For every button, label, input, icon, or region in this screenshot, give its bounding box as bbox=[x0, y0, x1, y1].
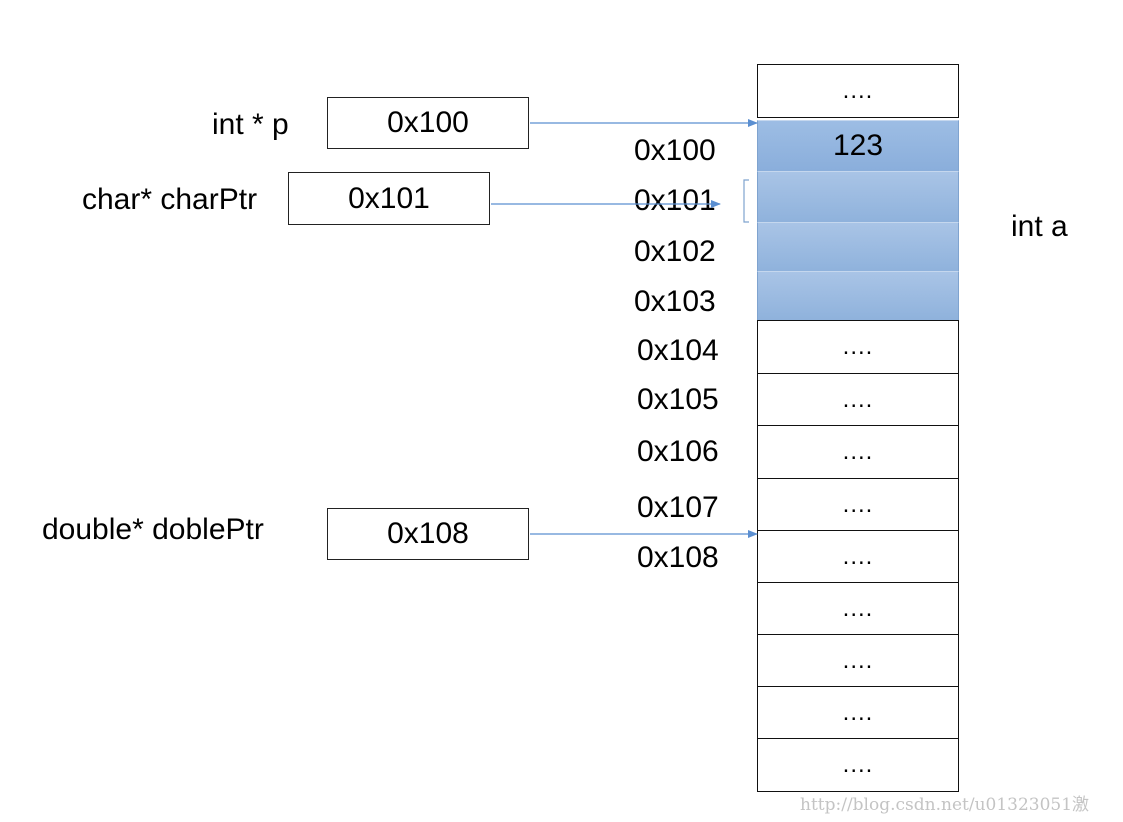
address-label-0x105: 0x105 bbox=[637, 383, 719, 416]
address-label-0x107: 0x107 bbox=[637, 491, 719, 524]
memory-cell-0x105: .... bbox=[757, 373, 959, 426]
memory-cell-0x104: .... bbox=[757, 320, 959, 374]
pointer-box-double-ptr: 0x108 bbox=[327, 508, 529, 560]
memory-cell-top: .... bbox=[757, 64, 959, 118]
memory-cell-0x100: 123 bbox=[757, 120, 959, 172]
memory-cell-extra-4: .... bbox=[757, 738, 959, 792]
variable-label-int-a: int a bbox=[1011, 210, 1068, 243]
pointer-label-int-p: int * p bbox=[212, 108, 289, 141]
memory-cell-extra-2: .... bbox=[757, 634, 959, 687]
pointer-label-double-ptr: double* doblePtr bbox=[42, 513, 264, 546]
address-label-0x100: 0x100 bbox=[634, 134, 716, 167]
address-label-0x106: 0x106 bbox=[637, 435, 719, 468]
address-label-0x103: 0x103 bbox=[634, 285, 716, 318]
address-label-0x102: 0x102 bbox=[634, 235, 716, 268]
memory-cell-extra-1: .... bbox=[757, 582, 959, 635]
byte-bracket bbox=[743, 179, 749, 223]
memory-cell-extra-3: .... bbox=[757, 686, 959, 739]
pointer-box-char-ptr: 0x101 bbox=[288, 172, 490, 225]
watermark: http://blog.csdn.net/u01323051激 bbox=[800, 795, 1090, 815]
address-label-0x108: 0x108 bbox=[637, 541, 719, 574]
memory-cell-0x107: .... bbox=[757, 478, 959, 531]
address-label-0x104: 0x104 bbox=[637, 334, 719, 367]
address-label-0x101: 0x101 bbox=[634, 184, 716, 217]
pointer-box-int-p: 0x100 bbox=[327, 97, 529, 149]
pointer-label-char-ptr: char* charPtr bbox=[82, 183, 258, 216]
